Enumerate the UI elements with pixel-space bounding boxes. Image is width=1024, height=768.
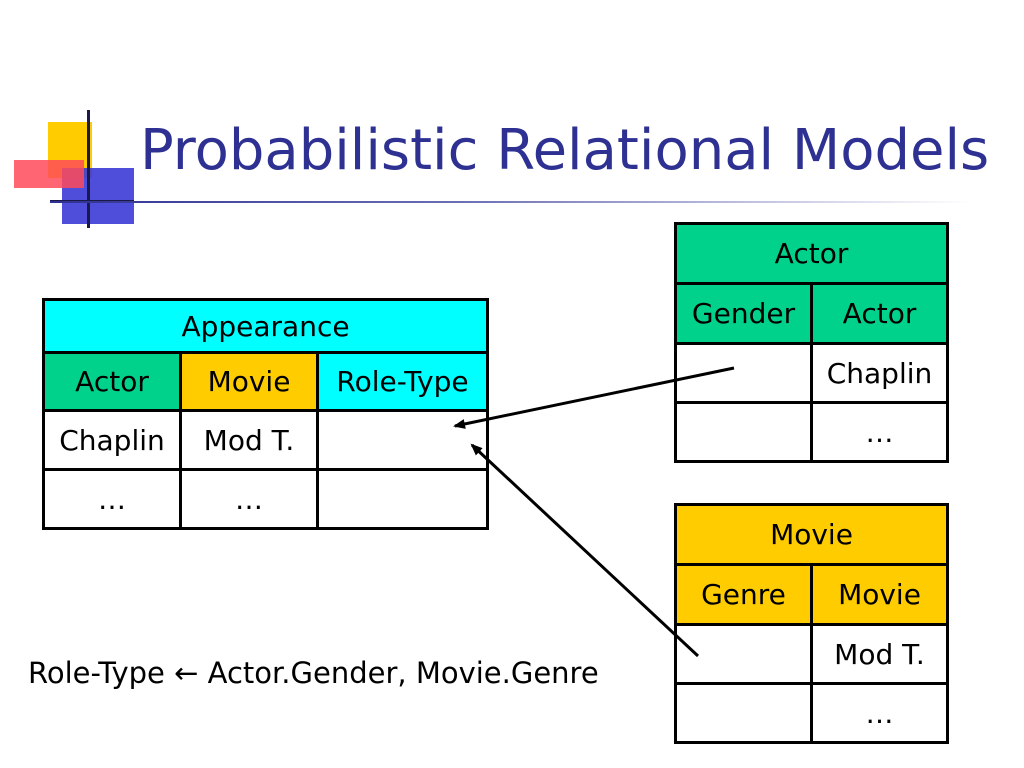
slide-logo	[14, 110, 134, 228]
actor-cell	[674, 342, 813, 404]
appearance-table: Appearance Actor Movie Role-Type Chaplin…	[41, 298, 490, 530]
appearance-col-actor: Actor	[42, 351, 182, 412]
actor-table-name: Actor	[674, 222, 949, 285]
movie-col-movie: Movie	[810, 563, 949, 626]
appearance-cell: Chaplin	[42, 409, 182, 471]
appearance-cell	[315, 468, 490, 530]
movie-col-genre: Genre	[674, 563, 813, 626]
appearance-table-name: Appearance	[41, 298, 490, 354]
actor-col-gender: Gender	[674, 282, 813, 345]
appearance-col-movie: Movie	[179, 351, 319, 412]
movie-table: Movie Genre Movie Mod T. …	[674, 503, 949, 744]
arrow-genre-to-role-type	[470, 443, 700, 658]
actor-cell	[674, 401, 813, 463]
actor-col-actor: Actor	[810, 282, 949, 345]
actor-cell: Chaplin	[810, 342, 949, 404]
arrow-gender-to-role-type	[453, 366, 735, 429]
rule-rhs: Actor.Gender, Movie.Genre	[207, 656, 599, 690]
actor-table: Actor Gender Actor Chaplin …	[674, 222, 949, 463]
logo-vertical-line	[87, 110, 90, 228]
appearance-cell: Mod T.	[179, 409, 319, 471]
movie-cell: …	[810, 682, 949, 744]
page-title: Probabilistic Relational Models	[140, 118, 990, 183]
dependency-rule: Role-Type ← Actor.Gender, Movie.Genre	[28, 656, 599, 690]
logo-red-bar	[14, 160, 84, 188]
actor-cell: …	[810, 401, 949, 463]
appearance-cell: …	[179, 468, 319, 530]
movie-cell: Mod T.	[810, 623, 949, 685]
movie-cell	[674, 623, 813, 685]
appearance-cell: …	[42, 468, 182, 530]
rule-arrow-icon: ←	[174, 656, 199, 690]
appearance-col-role-type: Role-Type	[315, 351, 490, 412]
title-underline	[50, 201, 970, 203]
rule-lhs: Role-Type	[28, 656, 165, 690]
movie-table-name: Movie	[674, 503, 949, 566]
movie-cell	[674, 682, 813, 744]
